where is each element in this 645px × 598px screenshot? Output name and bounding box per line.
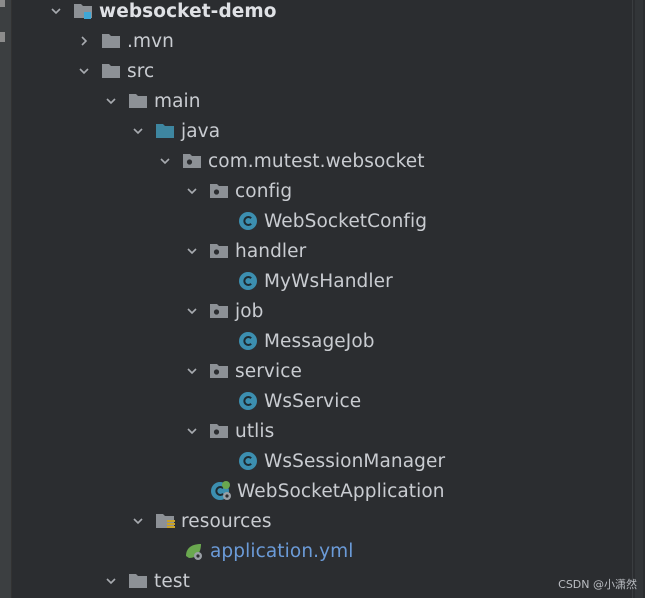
- chevron-down-icon[interactable]: [103, 573, 119, 589]
- class-icon: [237, 331, 259, 351]
- package-icon: [208, 361, 230, 381]
- node-label: utlis: [235, 420, 275, 442]
- folder-icon: [127, 571, 149, 591]
- tree-node-main[interactable]: main: [12, 86, 632, 116]
- node-label: job: [235, 300, 264, 322]
- chevron-down-icon[interactable]: [76, 63, 92, 79]
- tree-node-my-ws-handler[interactable]: MyWsHandler: [12, 266, 632, 296]
- package-icon: [208, 301, 230, 321]
- class-icon: [237, 451, 259, 471]
- folder-icon: [127, 91, 149, 111]
- node-label: .mvn: [127, 30, 174, 52]
- resources-folder-icon: [154, 511, 176, 531]
- chevron-down-icon[interactable]: [184, 423, 200, 439]
- tree-node-handler[interactable]: handler: [12, 236, 632, 266]
- chevron-down-icon[interactable]: [157, 153, 173, 169]
- tree-node-mvn[interactable]: .mvn: [12, 26, 632, 56]
- tree-node-src[interactable]: src: [12, 56, 632, 86]
- node-label: MyWsHandler: [264, 270, 393, 292]
- source-folder-icon: [154, 121, 176, 141]
- tree-node-ws-session-manager[interactable]: WsSessionManager: [12, 446, 632, 476]
- tree-node-service[interactable]: service: [12, 356, 632, 386]
- node-label: WebSocketApplication: [237, 480, 445, 502]
- tree-node-package[interactable]: com.mutest.websocket: [12, 146, 632, 176]
- spring-yml-icon: [183, 541, 205, 561]
- node-label: main: [154, 90, 201, 112]
- package-icon: [181, 151, 203, 171]
- tree-node-ws-service[interactable]: WsService: [12, 386, 632, 416]
- node-label: config: [235, 180, 293, 202]
- class-icon: [237, 211, 259, 231]
- tree-node-test[interactable]: test: [12, 566, 632, 596]
- scrollbar-thumb[interactable]: [635, 0, 643, 598]
- package-icon: [208, 421, 230, 441]
- chevron-down-icon[interactable]: [103, 93, 119, 109]
- chevron-down-icon[interactable]: [184, 303, 200, 319]
- project-folder-icon: [72, 1, 94, 21]
- tree-node-project[interactable]: websocket-demo: [12, 0, 632, 26]
- folder-icon: [100, 31, 122, 51]
- class-icon: [237, 391, 259, 411]
- node-label: handler: [235, 240, 307, 262]
- node-label: WsSessionManager: [264, 450, 446, 472]
- node-label: MessageJob: [264, 330, 375, 352]
- tool-strip-mark: [0, 0, 5, 7]
- chevron-down-icon[interactable]: [130, 513, 146, 529]
- tree-node-websocket-application[interactable]: WebSocketApplication: [12, 476, 632, 506]
- tool-strip-mark: [0, 32, 5, 42]
- tree-node-websocket-config[interactable]: WebSocketConfig: [12, 206, 632, 236]
- tree-node-config[interactable]: config: [12, 176, 632, 206]
- chevron-down-icon[interactable]: [184, 363, 200, 379]
- package-icon: [208, 241, 230, 261]
- node-label: test: [154, 570, 190, 592]
- chevron-down-icon[interactable]: [48, 3, 64, 19]
- watermark: CSDN @小潇然: [558, 578, 637, 591]
- node-label: WebSocketConfig: [264, 210, 428, 232]
- class-icon: [237, 271, 259, 291]
- tree-node-java[interactable]: java: [12, 116, 632, 146]
- node-label: websocket-demo: [99, 0, 277, 22]
- tree-node-message-job[interactable]: MessageJob: [12, 326, 632, 356]
- tree-node-utlis[interactable]: utlis: [12, 416, 632, 446]
- tree-node-application-yml[interactable]: application.yml: [12, 536, 632, 566]
- package-icon: [208, 181, 230, 201]
- node-label: WsService: [264, 390, 362, 412]
- tree-node-resources[interactable]: resources: [12, 506, 632, 536]
- node-label: application.yml: [210, 540, 354, 562]
- node-label: java: [181, 120, 221, 142]
- tree-node-job[interactable]: job: [12, 296, 632, 326]
- chevron-down-icon[interactable]: [184, 183, 200, 199]
- vertical-scrollbar[interactable]: [632, 0, 645, 598]
- node-label: resources: [181, 510, 272, 532]
- chevron-down-icon[interactable]: [130, 123, 146, 139]
- left-tool-strip: [0, 0, 12, 598]
- folder-icon: [100, 61, 122, 81]
- node-label: src: [127, 60, 155, 82]
- spring-boot-class-icon: [210, 481, 232, 501]
- node-label: com.mutest.websocket: [208, 150, 425, 172]
- chevron-right-icon[interactable]: [76, 33, 92, 49]
- node-label: service: [235, 360, 302, 382]
- project-tree: websocket-demo .mvn src main java com.mu…: [12, 0, 632, 598]
- chevron-down-icon[interactable]: [184, 243, 200, 259]
